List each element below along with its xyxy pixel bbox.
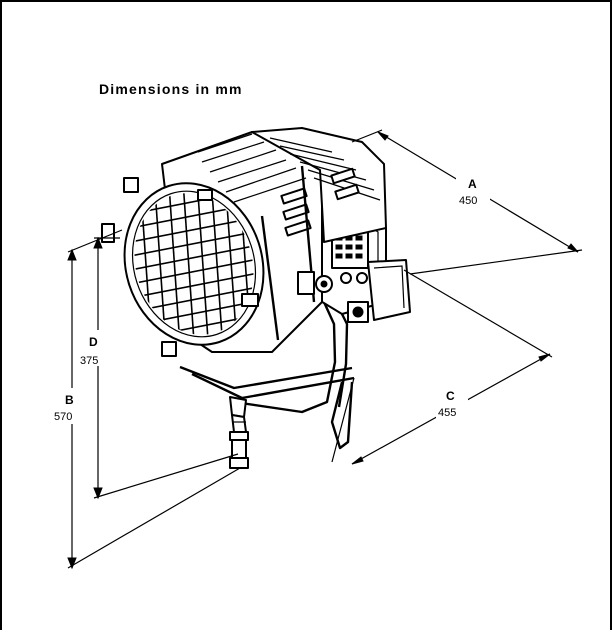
dimension-label-a: A 450	[456, 174, 490, 208]
dimension-label-d: D 375	[78, 330, 114, 367]
dimension-a-letter: A	[468, 177, 477, 191]
dimension-a-value: 450	[459, 195, 477, 207]
dimension-c-letter: C	[446, 389, 455, 403]
dimension-c-value: 455	[438, 407, 456, 419]
drawing-title: Dimensions in mm	[99, 81, 243, 97]
mounting-spigot	[229, 396, 249, 469]
dimension-b-value: 570	[54, 411, 72, 423]
dimension-label-b: B 570	[52, 388, 88, 424]
dimension-d-letter: D	[89, 335, 98, 349]
dimension-b-letter: B	[65, 393, 74, 407]
dimension-d-value: 375	[80, 355, 98, 367]
dimension-label-c: C 455	[436, 386, 468, 420]
spotlight-illustration	[101, 127, 411, 469]
dimension-lines	[67, 129, 583, 570]
